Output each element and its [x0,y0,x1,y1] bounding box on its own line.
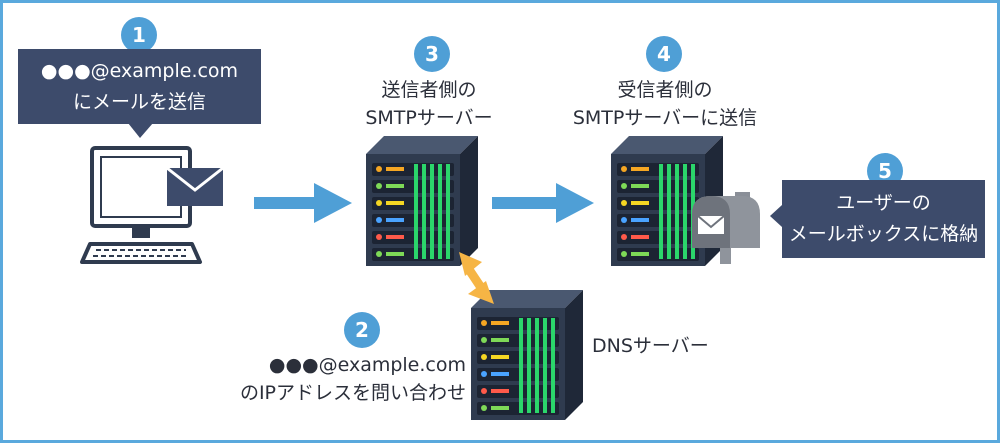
callout-address: ●●●@example.com [40,59,239,82]
sender-server-label: 送信者側の SMTPサーバー [365,79,493,129]
arrow-sender-to-receiver [492,183,594,223]
dns-server-label: DNSサーバー [592,335,709,357]
callout-action: にメールを送信 [72,90,206,113]
step-badge-1: 1 [121,17,157,53]
dns-server-icon [471,290,583,420]
arrow-client-to-sender [254,183,352,223]
envelope-icon [166,166,224,206]
send-mail-callout: ●●●@example.com にメールを送信 [18,49,261,124]
mailbox-icon [692,192,760,264]
arrow-sender-dns-bidirectional [459,252,494,304]
mailbox-callout-line2: メールボックスに格納 [788,223,979,245]
step-badge-3: 3 [414,36,450,72]
mailbox-callout-line1: ユーザーの [836,192,931,214]
step-badge-2: 2 [344,312,380,348]
receiver-server-label: 受信者側の SMTPサーバーに送信 [572,79,758,129]
step-badge-4: 4 [646,36,682,72]
dns-query-label: ●●●@example.com のIPアドレスを問い合わせ [239,354,466,404]
sender-smtp-server-icon [366,136,478,266]
mailbox-callout: ユーザーの メールボックスに格納 [782,180,985,258]
